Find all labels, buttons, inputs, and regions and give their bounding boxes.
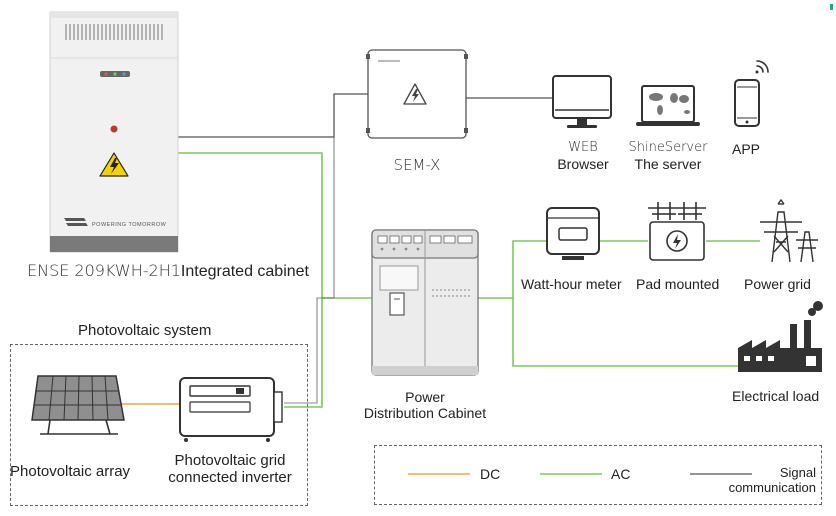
- solar-panel-icon: [31, 375, 125, 435]
- distribution-cabinet-label: Power Distribution Cabinet: [350, 389, 500, 421]
- server-label: ShineServer The server: [626, 140, 710, 172]
- inverter-label-line2: connected inverter: [168, 469, 292, 487]
- server-label-line2: The server: [634, 155, 702, 172]
- app-label: APP: [731, 141, 760, 157]
- signal-line-cabinet-sem: [176, 93, 368, 138]
- emergency-stop-button: [110, 125, 118, 133]
- smartphone-icon: [734, 79, 760, 127]
- pv-system-title: Photovoltaic system: [78, 322, 212, 339]
- integrated-cabinet-illustration: POWERING TOMORROW: [49, 11, 179, 253]
- inverter-icon: [179, 377, 283, 442]
- sem-x-label: SEM-X: [393, 156, 441, 174]
- corner-accent-mark: [830, 4, 833, 10]
- laptop-icon: [636, 85, 700, 126]
- sem-x-device-illustration: [366, 49, 468, 139]
- pv-array-label: Photovoltaic array: [10, 463, 131, 480]
- electrical-load-label: Electrical load: [732, 388, 820, 404]
- brand-text: POWERING TOMORROW: [92, 222, 167, 228]
- legend-signal-line1: Signal: [779, 465, 816, 480]
- legend-signal-label: Signal communication: [710, 465, 830, 496]
- distribution-label-line1: Power: [405, 389, 445, 405]
- legend-ac-label: AC: [611, 466, 631, 482]
- wifi-icon: [755, 60, 769, 74]
- cabinet-caption: ENSE 209KWH-2H1Integrated cabinet: [27, 261, 309, 281]
- web-browser-label: WEB Browser: [548, 140, 618, 172]
- power-tower-icon: [760, 198, 818, 263]
- ac-line-inverter: [284, 298, 323, 408]
- pv-system-boundary: [10, 344, 308, 506]
- server-label-line1: ShineServer: [628, 140, 708, 155]
- cabinet-model: ENSE 209KWH-2H1: [27, 261, 181, 280]
- status-led-green: [113, 72, 117, 76]
- monitor-icon: [552, 75, 612, 128]
- legend-box: [374, 445, 822, 505]
- ac-line-dist-out: [478, 240, 547, 299]
- distribution-label-line2: Distribution Cabinet: [363, 405, 487, 422]
- transformer-icon: [648, 202, 706, 261]
- power-grid-label: Power grid: [744, 276, 811, 292]
- pad-mounted-label: Pad mounted: [636, 276, 720, 292]
- watt-hour-meter-icon: [546, 207, 600, 260]
- status-led-red: [104, 72, 108, 76]
- watt-hour-meter-label: Watt-hour meter: [521, 276, 622, 292]
- legend-dc-label: DC: [480, 466, 501, 482]
- inverter-label-line1: Photovoltaic grid: [174, 452, 286, 469]
- web-label-line2: Browser: [557, 155, 609, 172]
- status-led-blue: [122, 72, 126, 76]
- signal-line-inverter: [284, 137, 335, 404]
- cabinet-type: Integrated cabinet: [180, 263, 309, 280]
- web-label-line1: WEB: [568, 140, 598, 155]
- distribution-cabinet-illustration: [371, 229, 479, 376]
- factory-icon: [738, 301, 823, 372]
- inverter-label: Photovoltaic grid connected inverter: [156, 452, 304, 487]
- legend-signal-line2: communication: [728, 479, 816, 495]
- brand-stripe-icon: [64, 218, 88, 226]
- ac-line-dist-load: [512, 298, 738, 367]
- ac-line-cabinet: [176, 152, 372, 299]
